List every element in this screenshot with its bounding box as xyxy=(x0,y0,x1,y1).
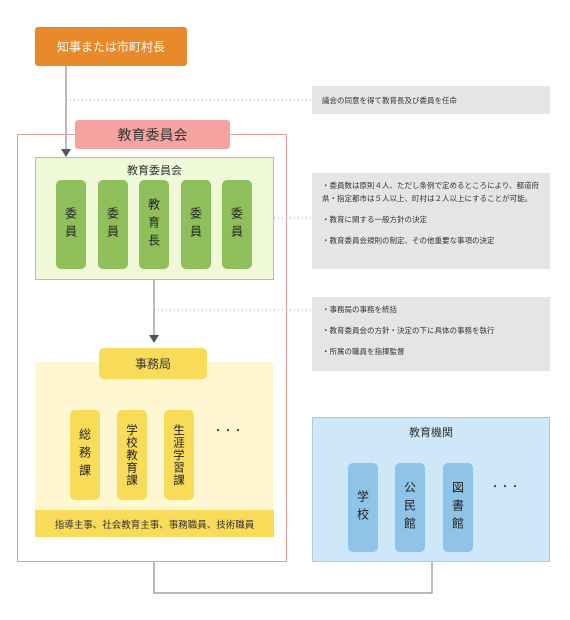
section-label: 学校教育課 xyxy=(125,423,139,487)
board-title: 教育委員会 xyxy=(117,127,188,144)
staff-bar: 指導主事、社会教育主事、事務職員、技術職員 xyxy=(35,510,274,537)
note-board-item: ・委員数は原則４人、ただし条例で定めるところにより、都道府県・指定都市は５人以上… xyxy=(322,181,540,203)
secretariat-title: 事務局 xyxy=(134,357,171,371)
institutions-title: 教育機関 xyxy=(409,426,453,439)
note-secretariat-item: ・所属の職員を指揮監督 xyxy=(322,347,405,356)
section-pill: 生涯学習課 xyxy=(164,410,194,500)
member-pill: 委員 xyxy=(181,180,211,269)
member-label: 委員 xyxy=(188,206,203,243)
chief-label: 教育長 xyxy=(146,197,161,252)
section-ellipsis: ・・・ xyxy=(213,425,243,437)
member-pill: 委員 xyxy=(222,180,252,269)
institution-ellipsis: ・・・ xyxy=(490,481,520,493)
governor-box: 知事または市町村長 xyxy=(35,27,187,66)
governor-label: 知事または市町村長 xyxy=(56,40,165,54)
note-secretariat-item: ・教育委員会の方針・決定の下に具体の事務を執行 xyxy=(322,326,495,335)
institution-pill: 学校 xyxy=(348,463,378,552)
staff-label: 指導主事、社会教育主事、事務職員、技術職員 xyxy=(54,519,255,531)
section-pill: 学校教育課 xyxy=(117,410,147,500)
institution-label: 学校 xyxy=(355,489,370,526)
note-appoint-text: 議会の同意を得て教育長及び委員を任命 xyxy=(322,95,457,105)
member-label: 委員 xyxy=(105,206,120,243)
member-label: 委員 xyxy=(229,206,244,243)
board-inner-title: 教育委員会 xyxy=(127,164,182,177)
note-board-item: ・教育委員会規則の制定、その他重要な事項の決定 xyxy=(322,236,495,245)
institution-pill: 図書館 xyxy=(443,463,473,552)
member-pill: 委員 xyxy=(98,180,128,269)
institution-pill: 公民館 xyxy=(395,463,425,552)
note-secretariat: ・事務局の事務を統括 ・教育委員会の方針・決定の下に具体の事務を執行 ・所属の職… xyxy=(312,297,550,371)
institution-label: 図書館 xyxy=(450,480,465,535)
section-label: 総務課 xyxy=(77,428,92,482)
note-secretariat-item: ・事務局の事務を統括 xyxy=(322,305,397,314)
chief-pill: 教育長 xyxy=(139,180,169,269)
member-label: 委員 xyxy=(63,206,78,243)
note-board: ・委員数は原則４人、ただし条例で定めるところにより、都道府県・指定都市は５人以上… xyxy=(312,173,550,269)
institutions-header: 教育機関 xyxy=(312,424,550,440)
section-label: 生涯学習課 xyxy=(172,423,186,487)
note-board-item: ・教育に関する一般方針の決定 xyxy=(322,215,427,224)
connector-board-institutions xyxy=(153,562,433,594)
secretariat-header: 事務局 xyxy=(99,348,207,379)
member-pill: 委員 xyxy=(56,180,86,269)
note-appoint: 議会の同意を得て教育長及び委員を任命 xyxy=(312,86,550,114)
institution-label: 公民館 xyxy=(402,480,417,535)
section-pill: 総務課 xyxy=(70,410,100,500)
board-header: 教育委員会 xyxy=(75,120,230,149)
